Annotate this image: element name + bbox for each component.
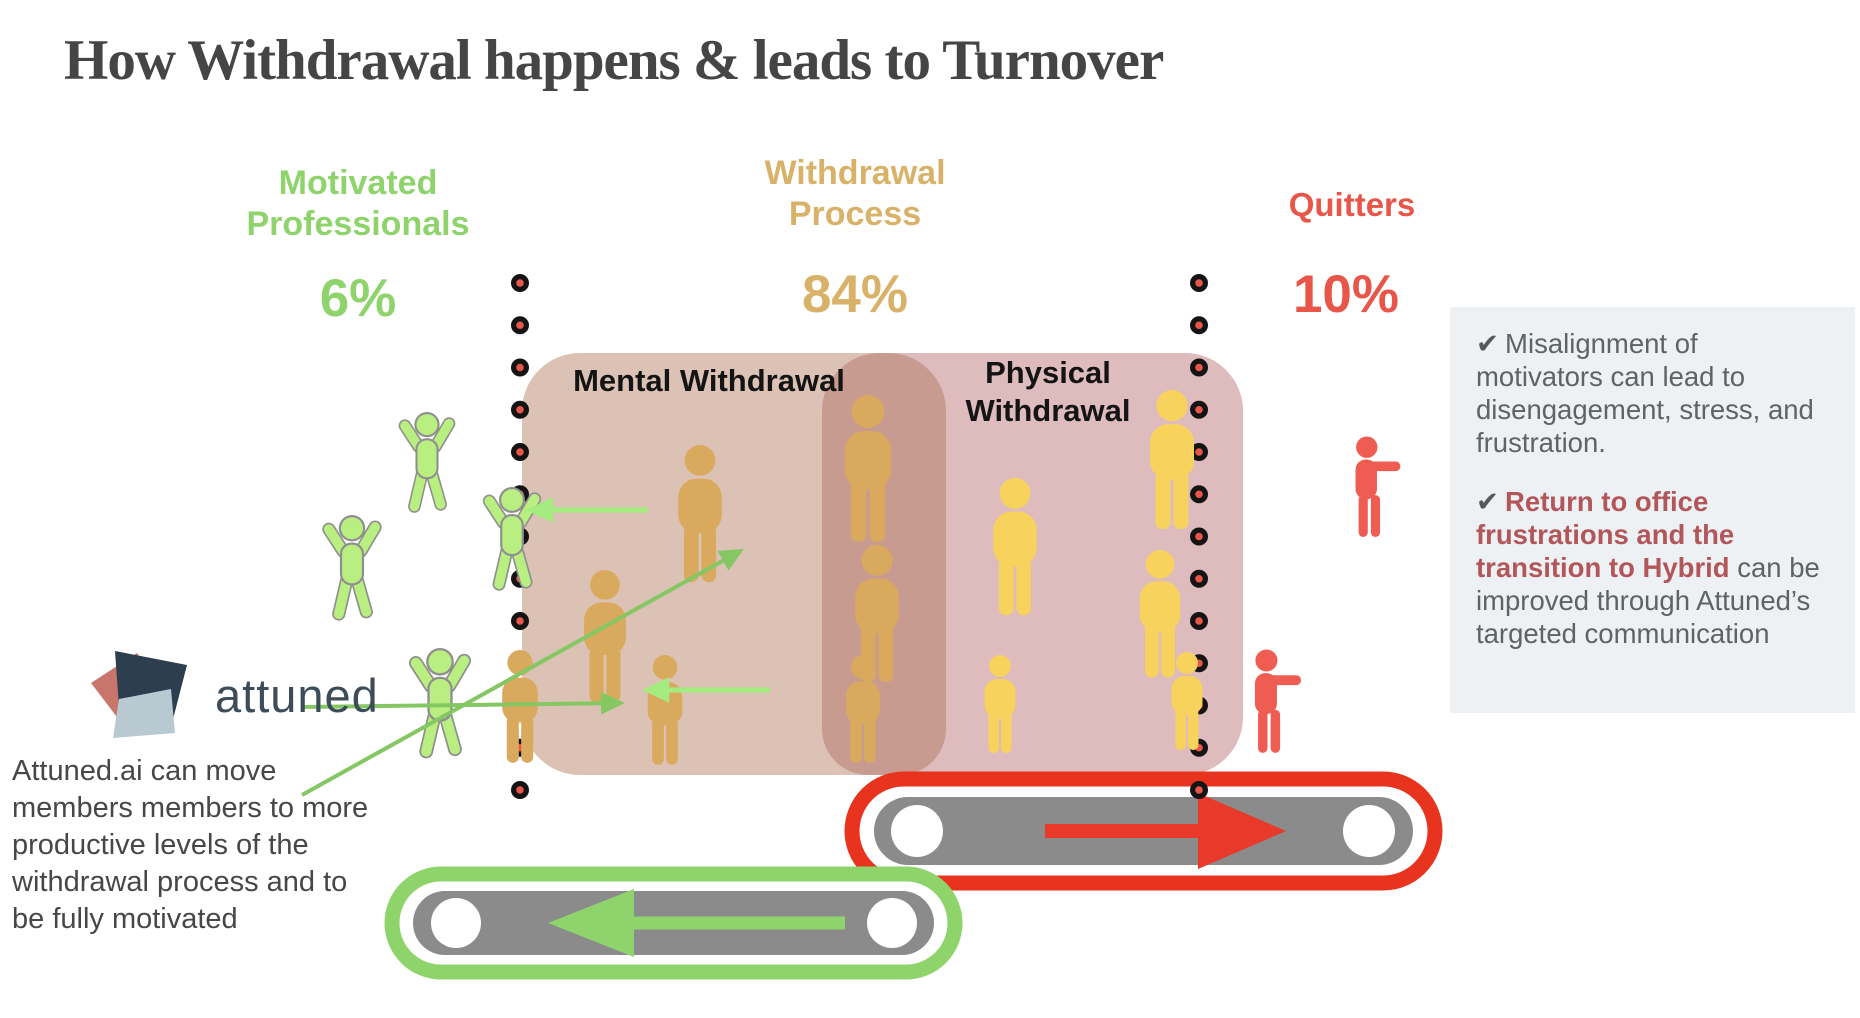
check-icon: ✔ <box>1476 486 1500 517</box>
boundary-dot <box>511 781 529 799</box>
person-motivated <box>329 516 375 614</box>
person-quitter <box>1355 436 1401 537</box>
boundary-dot <box>1190 612 1208 630</box>
boundary-dot <box>1190 569 1208 588</box>
boundary-dot <box>511 358 529 377</box>
movement-arrow <box>302 701 614 709</box>
boundary-dot <box>511 612 529 630</box>
conveyor-to-quitters <box>844 771 1443 891</box>
zone-mental-label: Mental Withdrawal <box>573 363 845 398</box>
person-withdrawal <box>993 478 1037 616</box>
conveyor-to-motivated <box>384 866 963 980</box>
attuned-logo-text: attuned <box>215 668 379 722</box>
belt-roller <box>431 898 481 948</box>
boundary-dot <box>511 443 529 461</box>
movement-arrow <box>301 553 735 797</box>
column-motivated-label: Motivated Professionals <box>246 164 470 243</box>
person-quitter <box>1254 649 1302 753</box>
belt-roller <box>867 898 917 948</box>
quitters-percent: 10% <box>1292 265 1400 324</box>
movement-arrow-head <box>526 497 554 523</box>
attuned-logo-mark <box>91 651 187 738</box>
insight-2-highlight: Return to office frustrations and the tr… <box>1476 486 1735 583</box>
person-motivated <box>416 649 464 751</box>
right-arrow-icon <box>1198 793 1286 869</box>
boundary-dot <box>511 400 529 419</box>
caption-text: Attuned.ai can move members members to m… <box>12 755 369 935</box>
boundary-dot <box>1190 485 1208 504</box>
person-withdrawal <box>844 395 892 542</box>
person-motivated <box>405 413 449 506</box>
generated-shapes <box>301 274 1401 799</box>
page-title: How Withdrawal happens & leads to Turnov… <box>64 29 1164 92</box>
person-withdrawal <box>984 655 1016 753</box>
boundary-dot <box>1190 358 1208 377</box>
person-withdrawal <box>678 445 722 583</box>
insights-panel: ✔Misalignment of motivators can lead to … <box>1450 307 1855 713</box>
boundary-dot <box>1190 781 1208 799</box>
person-withdrawal <box>1139 550 1181 678</box>
attuned-logo: attuned <box>83 645 379 745</box>
insight-2-text: can be improved through Attuned’s target… <box>1476 552 1820 649</box>
boundary-dot <box>1190 527 1208 546</box>
belt-roller <box>891 805 943 857</box>
insight-item-1: ✔Misalignment of motivators can lead to … <box>1476 327 1829 459</box>
motivated-percent: 6% <box>319 269 397 328</box>
movement-arrow-head <box>717 549 744 571</box>
zone-physical-label: Physical Withdrawal <box>965 355 1131 428</box>
check-icon: ✔ <box>1476 328 1500 359</box>
boundary-dot <box>1190 400 1208 419</box>
movement-arrow-head <box>642 677 670 703</box>
withdrawal-percent: 84% <box>801 265 909 324</box>
boundary-dot <box>511 316 529 335</box>
movement-arrow-head <box>600 692 625 715</box>
boundary-dot <box>1190 274 1208 292</box>
boundary-dot <box>511 274 529 292</box>
insight-1-text: Misalignment of motivators can lead to d… <box>1476 328 1814 458</box>
person-withdrawal <box>647 655 683 765</box>
left-arrow-icon <box>548 889 634 957</box>
column-withdrawal-label: Withdrawal Process <box>764 154 946 233</box>
boundary-dot <box>1190 316 1208 335</box>
belt-roller <box>1343 805 1395 857</box>
column-quitters-label: Quitters <box>1288 186 1416 223</box>
insight-item-2: ✔Return to office frustrations and the t… <box>1476 485 1829 650</box>
